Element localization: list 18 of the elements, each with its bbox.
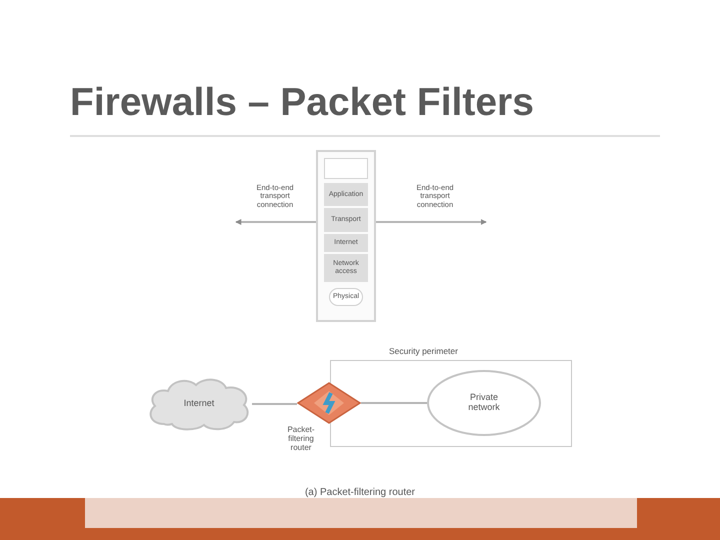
arrow [376,219,487,225]
protocol-layer [324,183,368,206]
router-caption: Packet-filtering router [286,426,316,452]
network-label: Private network [467,393,501,413]
connector-line [252,403,297,405]
protocol-layer [324,254,368,282]
perimeter-label: Security perimeter [389,347,458,356]
protocol-layer [324,234,368,252]
cloud-label: Internet [184,399,214,409]
physical-layer-pill [329,288,363,306]
router-icon [297,382,361,424]
protocol-layer [324,208,368,232]
empty-layer-box [324,158,368,179]
figure-caption: (a) Packet-filtering router [304,487,416,498]
slide-title: Firewalls – Packet Filters [70,81,534,125]
arrow [235,219,316,225]
connector-line [361,402,427,404]
protocol-stack-box [316,150,376,322]
